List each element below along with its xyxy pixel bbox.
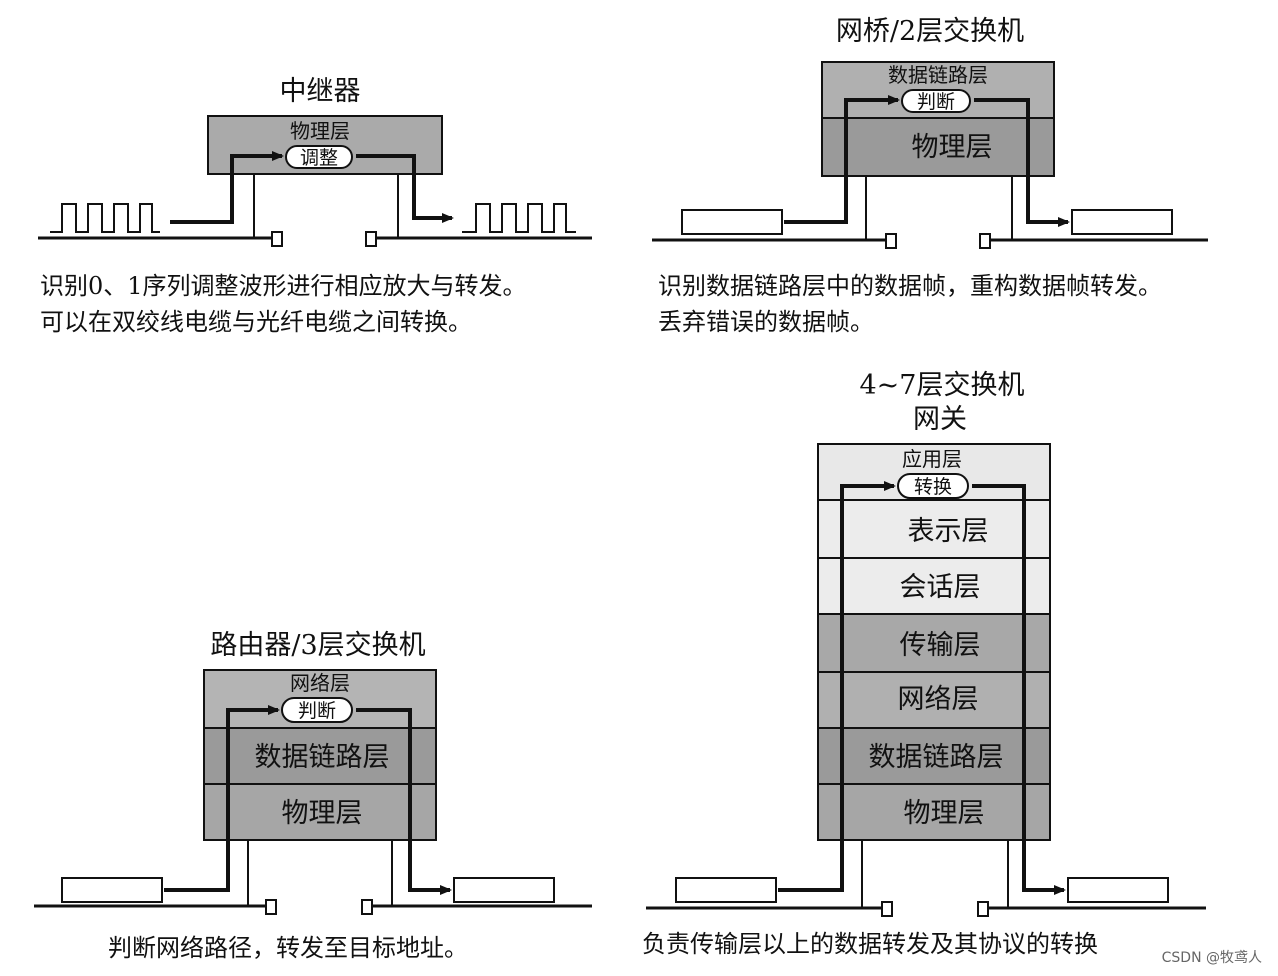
bridge-pill-label: 判断 <box>917 91 955 113</box>
gateway-session-layer-box <box>817 557 1051 615</box>
gateway-layer-physical-label: 物理层 <box>904 798 985 829</box>
gateway-layer-application-label: 应用层 <box>902 447 962 471</box>
router-layer-datalink-label: 数据链路层 <box>255 742 390 773</box>
bridge-physical-layer-box <box>821 117 1055 177</box>
bridge-outbound-arrow <box>974 98 1070 227</box>
bridge-title: 网桥/2层交换机 <box>836 16 1024 47</box>
repeater-pill-label: 调整 <box>300 147 338 169</box>
bridge-layer-physical-label: 物理层 <box>912 132 993 163</box>
router-output-packet <box>453 877 555 903</box>
gateway-pill <box>897 473 969 499</box>
router-panel: 路由器/3层交换机 网络层 判断 数据链路层 物理层 判断网络路径，转发至目标地… <box>34 630 592 962</box>
csdn-watermark: CSDN @牧鸢人 <box>1162 950 1262 966</box>
router-layer-physical-label: 物理层 <box>282 798 363 829</box>
gateway-layer-session-label: 会话层 <box>900 572 981 603</box>
gateway-title-line1: 4~7层交换机 <box>860 370 1025 401</box>
gateway-layer-transport-label: 传输层 <box>900 630 981 661</box>
bridge-right-terminator <box>979 233 991 249</box>
router-pill <box>281 697 353 723</box>
router-caption: 判断网络路径，转发至目标地址。 <box>108 934 468 962</box>
repeater-outbound-arrow <box>356 154 454 223</box>
router-right-terminator <box>361 899 373 915</box>
router-inbound-arrow <box>164 705 280 892</box>
router-input-packet <box>61 877 163 903</box>
gateway-datalink-layer-box <box>817 727 1051 785</box>
router-left-terminator <box>265 899 277 915</box>
gateway-layer-datalink-label: 数据链路层 <box>869 742 1004 773</box>
gateway-physical-layer-box <box>817 783 1051 841</box>
gateway-inbound-arrow <box>778 481 896 892</box>
repeater-layer-label: 物理层 <box>290 119 350 143</box>
repeater-left-terminator <box>271 231 283 247</box>
bridge-left-terminator <box>885 233 897 249</box>
router-pill-label: 判断 <box>298 700 336 722</box>
gateway-output-message <box>1067 877 1169 903</box>
gateway-layer-network-label: 网络层 <box>898 684 979 715</box>
router-datalink-layer-box <box>203 727 437 785</box>
router-layer-network-label: 网络层 <box>290 671 350 695</box>
bridge-panel: 网桥/2层交换机 数据链路层 判断 物理层 识别数据链路层中的数据帧，重构数据帧… <box>652 16 1208 336</box>
repeater-panel: 中继器 物理层 调整 识别0、1序列调整波形进行相应放大与转发。 可以在双绞线电… <box>38 76 592 336</box>
repeater-inbound-arrow <box>170 151 284 224</box>
gateway-outbound-arrow <box>972 484 1066 895</box>
bridge-layer-datalink-label: 数据链路层 <box>888 63 988 87</box>
bridge-pill <box>901 89 971 113</box>
repeater-output-waveform <box>462 203 576 233</box>
router-physical-layer-box <box>203 783 437 841</box>
router-outbound-arrow <box>356 708 452 895</box>
repeater-pill <box>285 145 353 169</box>
gateway-right-terminator <box>977 901 989 917</box>
gateway-panel: 4~7层交换机 网关 应用层 转换 表示层 会话层 传输层 网络层 数据链路层 … <box>642 370 1206 958</box>
gateway-presentation-layer-box <box>817 499 1051 559</box>
router-title: 路由器/3层交换机 <box>210 630 425 661</box>
gateway-title-line2: 网关 <box>913 404 967 435</box>
bridge-input-frame <box>681 209 783 235</box>
gateway-left-terminator <box>881 901 893 917</box>
gateway-layer-presentation-label: 表示层 <box>908 516 989 547</box>
bridge-output-frame <box>1071 209 1173 235</box>
repeater-caption-line1: 识别0、1序列调整波形进行相应放大与转发。 <box>40 272 527 300</box>
gateway-caption: 负责传输层以上的数据转发及其协议的转换 <box>642 930 1098 958</box>
bridge-caption-line1: 识别数据链路层中的数据帧，重构数据帧转发。 <box>658 272 1162 300</box>
gateway-input-message <box>675 877 777 903</box>
bridge-caption-line2: 丢弃错误的数据帧。 <box>658 308 874 336</box>
repeater-right-terminator <box>365 231 377 247</box>
repeater-title: 中继器 <box>280 76 361 107</box>
bridge-inbound-arrow <box>784 95 900 224</box>
repeater-input-waveform <box>50 203 160 233</box>
gateway-pill-label: 转换 <box>914 476 952 498</box>
repeater-caption-line2: 可以在双绞线电缆与光纤电缆之间转换。 <box>40 308 472 336</box>
